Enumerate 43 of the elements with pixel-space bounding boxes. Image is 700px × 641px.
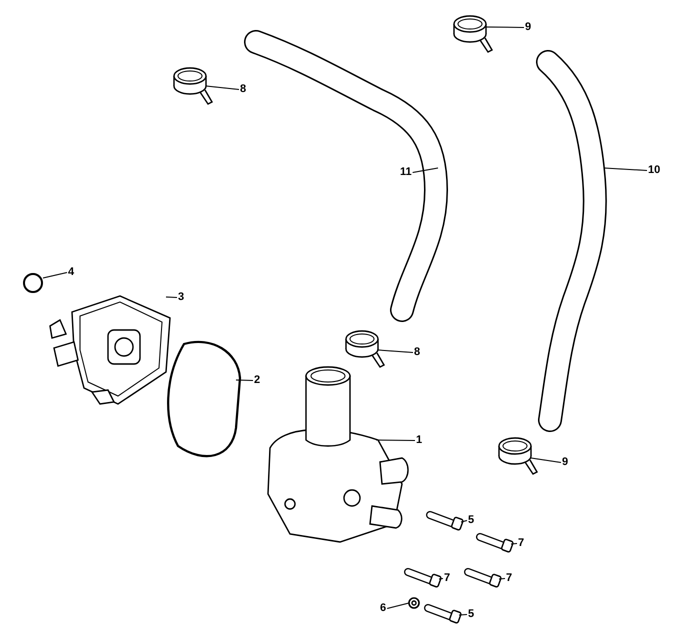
leader-line bbox=[458, 614, 468, 616]
leader-line bbox=[438, 578, 444, 580]
hose-clamp-drawing bbox=[343, 329, 385, 369]
bolt-drawing bbox=[477, 531, 515, 553]
leader-line bbox=[376, 440, 416, 441]
leader-line bbox=[412, 168, 438, 173]
bolt-drawing bbox=[425, 602, 463, 624]
leader-line bbox=[386, 602, 410, 609]
callout-number: 4 bbox=[68, 266, 74, 279]
callout-number: 9 bbox=[562, 456, 568, 469]
leader-line bbox=[604, 168, 648, 171]
leader-line bbox=[510, 543, 518, 544]
leader-line bbox=[166, 296, 178, 298]
bolt-drawing bbox=[405, 566, 443, 588]
callout-number: 5 bbox=[468, 608, 474, 621]
o-ring bbox=[22, 272, 44, 294]
leader-line bbox=[530, 458, 562, 463]
callout-number: 2 bbox=[254, 374, 260, 387]
washer-drawing bbox=[408, 597, 420, 609]
leader-line bbox=[498, 578, 506, 580]
leader-line bbox=[460, 520, 468, 522]
callout-number: 11 bbox=[400, 166, 412, 179]
callout-number: 7 bbox=[518, 537, 524, 550]
callout-number: 8 bbox=[240, 83, 246, 96]
hose-clamp-drawing bbox=[171, 66, 213, 106]
callout-number: 10 bbox=[648, 164, 660, 177]
callout-number: 6 bbox=[380, 602, 386, 615]
leader-line bbox=[236, 380, 254, 381]
callout-number: 3 bbox=[178, 291, 184, 304]
callout-number: 8 bbox=[414, 346, 420, 359]
leader-line bbox=[486, 26, 524, 28]
hose-clamp-drawing bbox=[451, 14, 493, 54]
callout-number: 1 bbox=[416, 434, 422, 447]
bolt-drawing bbox=[427, 509, 465, 531]
callout-number: 7 bbox=[506, 572, 512, 585]
callout-number: 9 bbox=[525, 21, 532, 34]
hose-clamp-drawing bbox=[496, 436, 538, 476]
leader-line bbox=[42, 272, 68, 278]
bolt-drawing bbox=[465, 566, 503, 588]
leader-line bbox=[206, 86, 240, 90]
leader-line bbox=[378, 350, 414, 353]
callout-number: 5 bbox=[468, 514, 474, 527]
callout-number: 7 bbox=[444, 572, 450, 585]
